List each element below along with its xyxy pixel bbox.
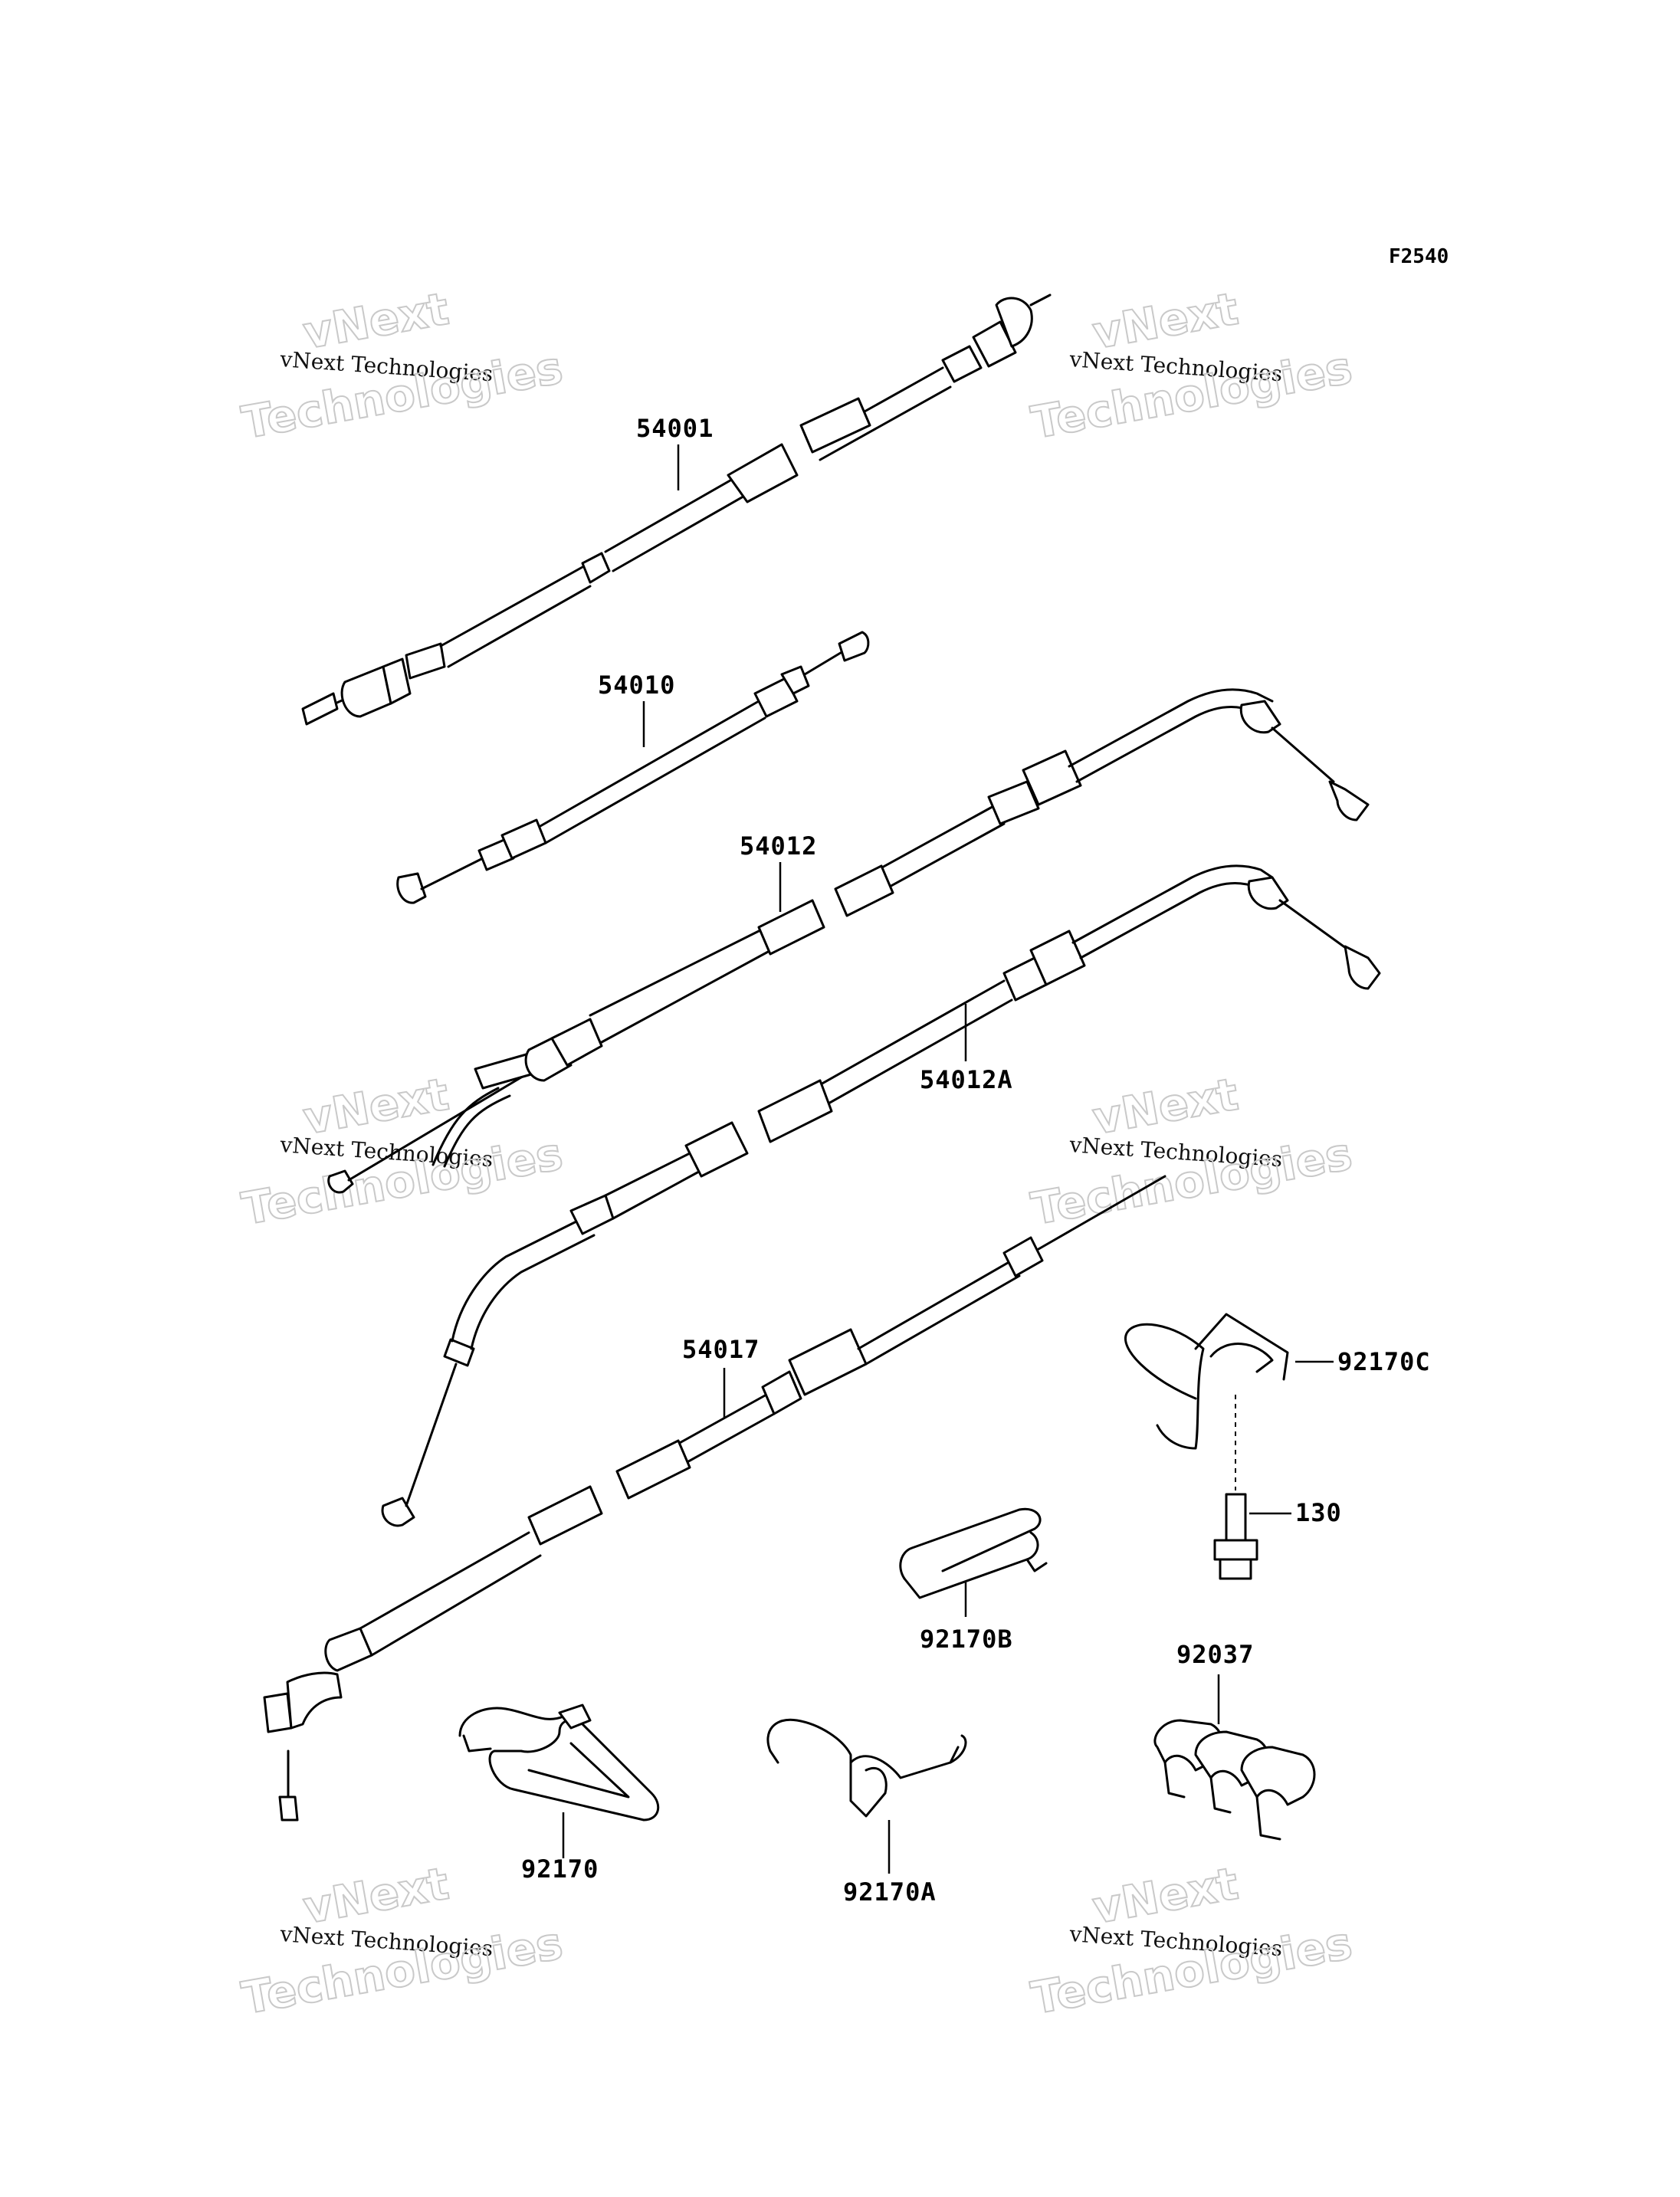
label-54017: 54017 [682,1335,760,1364]
svg-text:vNext: vNext [1089,283,1242,359]
cable-54012[interactable] [327,688,1370,1194]
cable-54012A[interactable] [381,864,1381,1527]
clamp-92170C[interactable] [1124,1313,1289,1450]
watermark-mid-left: vNext vNext Technologies Technologies [238,1067,567,1236]
label-92037: 92037 [1176,1640,1254,1669]
label-92170: 92170 [521,1854,599,1884]
clamp-92170[interactable] [458,1703,660,1822]
svg-text:vNext: vNext [300,1858,453,1934]
watermark-mid-right: vNext vNext Technologies Technologies [1027,1067,1357,1236]
watermark-top-right: vNext vNext Technologies Technologies [1027,282,1357,450]
label-92170A: 92170A [843,1877,937,1907]
svg-text:vNext: vNext [300,283,453,359]
label-54001: 54001 [636,414,714,443]
label-92170C: 92170C [1337,1347,1431,1376]
cable-54001[interactable] [301,293,1052,726]
clip-92170A[interactable] [766,1718,967,1818]
bolt-130[interactable] [1213,1395,1258,1580]
cable-54010[interactable] [396,631,870,904]
label-92170B: 92170B [920,1625,1013,1654]
label-54012A: 54012A [920,1065,1013,1094]
clamp-92037[interactable] [1153,1719,1316,1841]
label-54010: 54010 [598,671,675,700]
watermark-bottom-right: vNext vNext Technologies Technologies [1027,1857,1357,2025]
label-54012: 54012 [740,831,817,861]
svg-text:vNext: vNext [1089,1068,1242,1145]
watermark-top-left: vNext vNext Technologies Technologies [238,282,567,450]
watermark-bottom-left: vNext vNext Technologies Technologies [238,1857,567,2025]
figure-code: F2540 [1389,245,1449,268]
cable-54017[interactable] [263,1175,1166,1822]
label-130: 130 [1295,1498,1342,1527]
svg-text:vNext: vNext [1089,1858,1242,1934]
clip-92170B[interactable] [899,1507,1048,1599]
